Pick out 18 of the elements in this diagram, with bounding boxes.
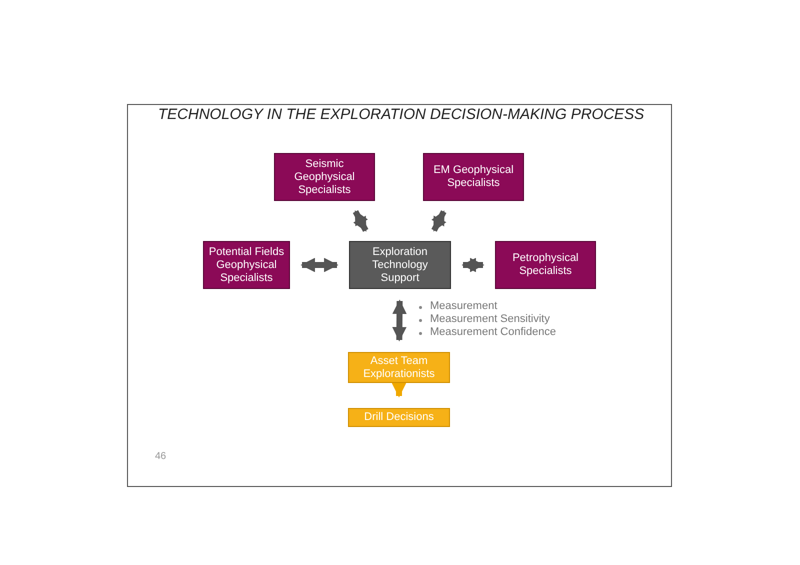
support-box: Exploration Technology Support	[349, 241, 451, 289]
bullet-text: Measurement Confidence	[430, 326, 556, 338]
team-box: Asset Team Explorationists	[348, 352, 450, 383]
double-arrow	[431, 210, 446, 232]
specialist-box: EM Geophysical Specialists	[423, 153, 524, 201]
decision-box: Drill Decisions	[348, 408, 450, 427]
double-arrow	[462, 258, 484, 272]
bullet-text: Measurement Sensitivity	[430, 313, 550, 325]
double-arrow	[300, 258, 338, 272]
arrow	[392, 383, 406, 398]
slide-title: TECHNOLOGY IN THE EXPLORATION DECISION-MAKING PROCESS	[158, 106, 644, 123]
page-number: 46	[155, 451, 166, 462]
bullet-text: Measurement	[430, 300, 498, 312]
double-arrow	[392, 300, 407, 342]
specialist-box: Seismic Geophysical Specialists	[274, 153, 375, 201]
specialist-box: Petrophysical Specialists	[495, 241, 596, 289]
specialist-box: Potential Fields Geophysical Specialists	[203, 241, 290, 289]
double-arrow	[352, 210, 368, 232]
